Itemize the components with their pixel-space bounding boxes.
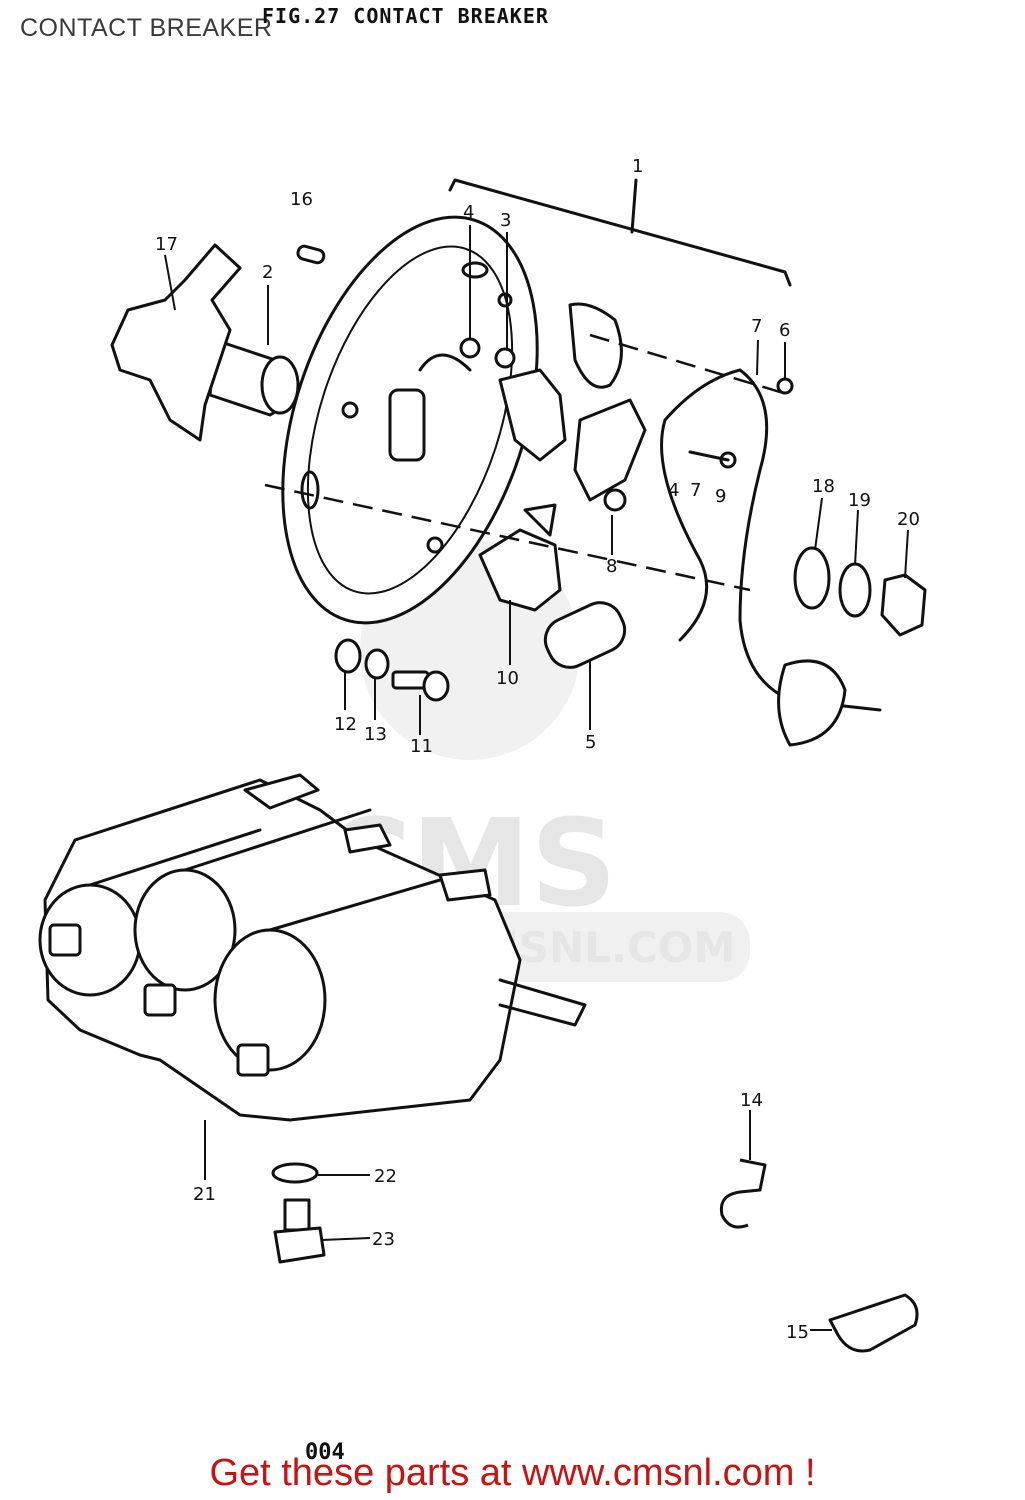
callout-5: 5 bbox=[585, 732, 596, 753]
wiring-harness bbox=[660, 368, 882, 712]
page-number: 004 bbox=[305, 1440, 345, 1465]
screw-11 bbox=[391, 670, 450, 702]
cam-part bbox=[208, 338, 300, 417]
leader-lines bbox=[164, 225, 909, 1331]
washer-18 bbox=[793, 546, 831, 610]
pin bbox=[296, 244, 326, 265]
contact-point-set-b bbox=[573, 398, 647, 502]
figure-title: FIG.27 CONTACT BREAKER bbox=[262, 4, 549, 28]
clamp-15 bbox=[828, 1293, 919, 1353]
centre-line-b bbox=[589, 333, 791, 397]
callout-18: 18 bbox=[812, 476, 835, 497]
lock-washer-13 bbox=[364, 648, 390, 680]
screw-9 bbox=[688, 450, 737, 469]
assembly-bracket bbox=[448, 178, 792, 287]
callout-4: 4 bbox=[463, 202, 474, 223]
promo-suffix: ! bbox=[794, 1452, 816, 1494]
contact-point-set-a bbox=[498, 302, 623, 462]
callout-16: 16 bbox=[290, 189, 313, 210]
clamp-14 bbox=[719, 1158, 767, 1229]
washer-4 bbox=[459, 337, 481, 359]
assembly-bracket-stem bbox=[630, 178, 638, 234]
washer-12 bbox=[334, 638, 362, 674]
callout-22: 22 bbox=[374, 1166, 397, 1187]
callout-6: 6 bbox=[779, 320, 790, 341]
callout-8: 8 bbox=[606, 556, 617, 577]
callout-10: 10 bbox=[496, 668, 519, 689]
page-title: CONTACT BREAKER bbox=[20, 14, 273, 42]
bolt-23 bbox=[273, 1198, 326, 1264]
condenser bbox=[543, 601, 627, 669]
screw-8 bbox=[603, 488, 627, 512]
callout-13: 13 bbox=[364, 724, 387, 745]
callout-4b: 4 bbox=[668, 480, 679, 501]
callout-7: 7 bbox=[751, 316, 762, 337]
promo-link[interactable]: www.cmsnl.com bbox=[522, 1452, 795, 1494]
callout-2: 2 bbox=[262, 262, 273, 283]
nut-20 bbox=[880, 573, 927, 637]
callout-17: 17 bbox=[155, 234, 178, 255]
governor-plate bbox=[110, 243, 242, 442]
callout-9: 9 bbox=[715, 486, 726, 507]
breaker-base-plate bbox=[281, 215, 539, 625]
callout-labels: 1 2 3 4 4 5 6 7 7 8 9 10 11 12 13 14 15 … bbox=[155, 156, 920, 1343]
promo-banner: Get these parts at www.cmsnl.com ! bbox=[0, 1452, 1025, 1495]
lock-washer-19 bbox=[838, 562, 872, 618]
callout-20: 20 bbox=[897, 509, 920, 530]
ignition-coil-assembly bbox=[38, 773, 587, 1122]
washer-22 bbox=[271, 1162, 319, 1184]
callout-1: 1 bbox=[632, 156, 643, 177]
callout-23: 23 bbox=[372, 1229, 395, 1250]
grommet bbox=[777, 659, 847, 747]
callout-11: 11 bbox=[410, 736, 433, 757]
callout-21: 21 bbox=[193, 1184, 216, 1205]
callout-12: 12 bbox=[334, 714, 357, 735]
callout-14: 14 bbox=[740, 1090, 763, 1111]
callout-7b: 7 bbox=[690, 480, 701, 501]
promo-prefix: Get these parts at bbox=[209, 1452, 523, 1494]
callout-3: 3 bbox=[500, 210, 511, 231]
callout-15: 15 bbox=[786, 1322, 809, 1343]
centre-line-a bbox=[264, 483, 751, 592]
contact-point-set-c bbox=[478, 503, 562, 612]
screw-6 bbox=[776, 377, 794, 395]
screw-3 bbox=[494, 347, 516, 369]
callout-19: 19 bbox=[848, 490, 871, 511]
